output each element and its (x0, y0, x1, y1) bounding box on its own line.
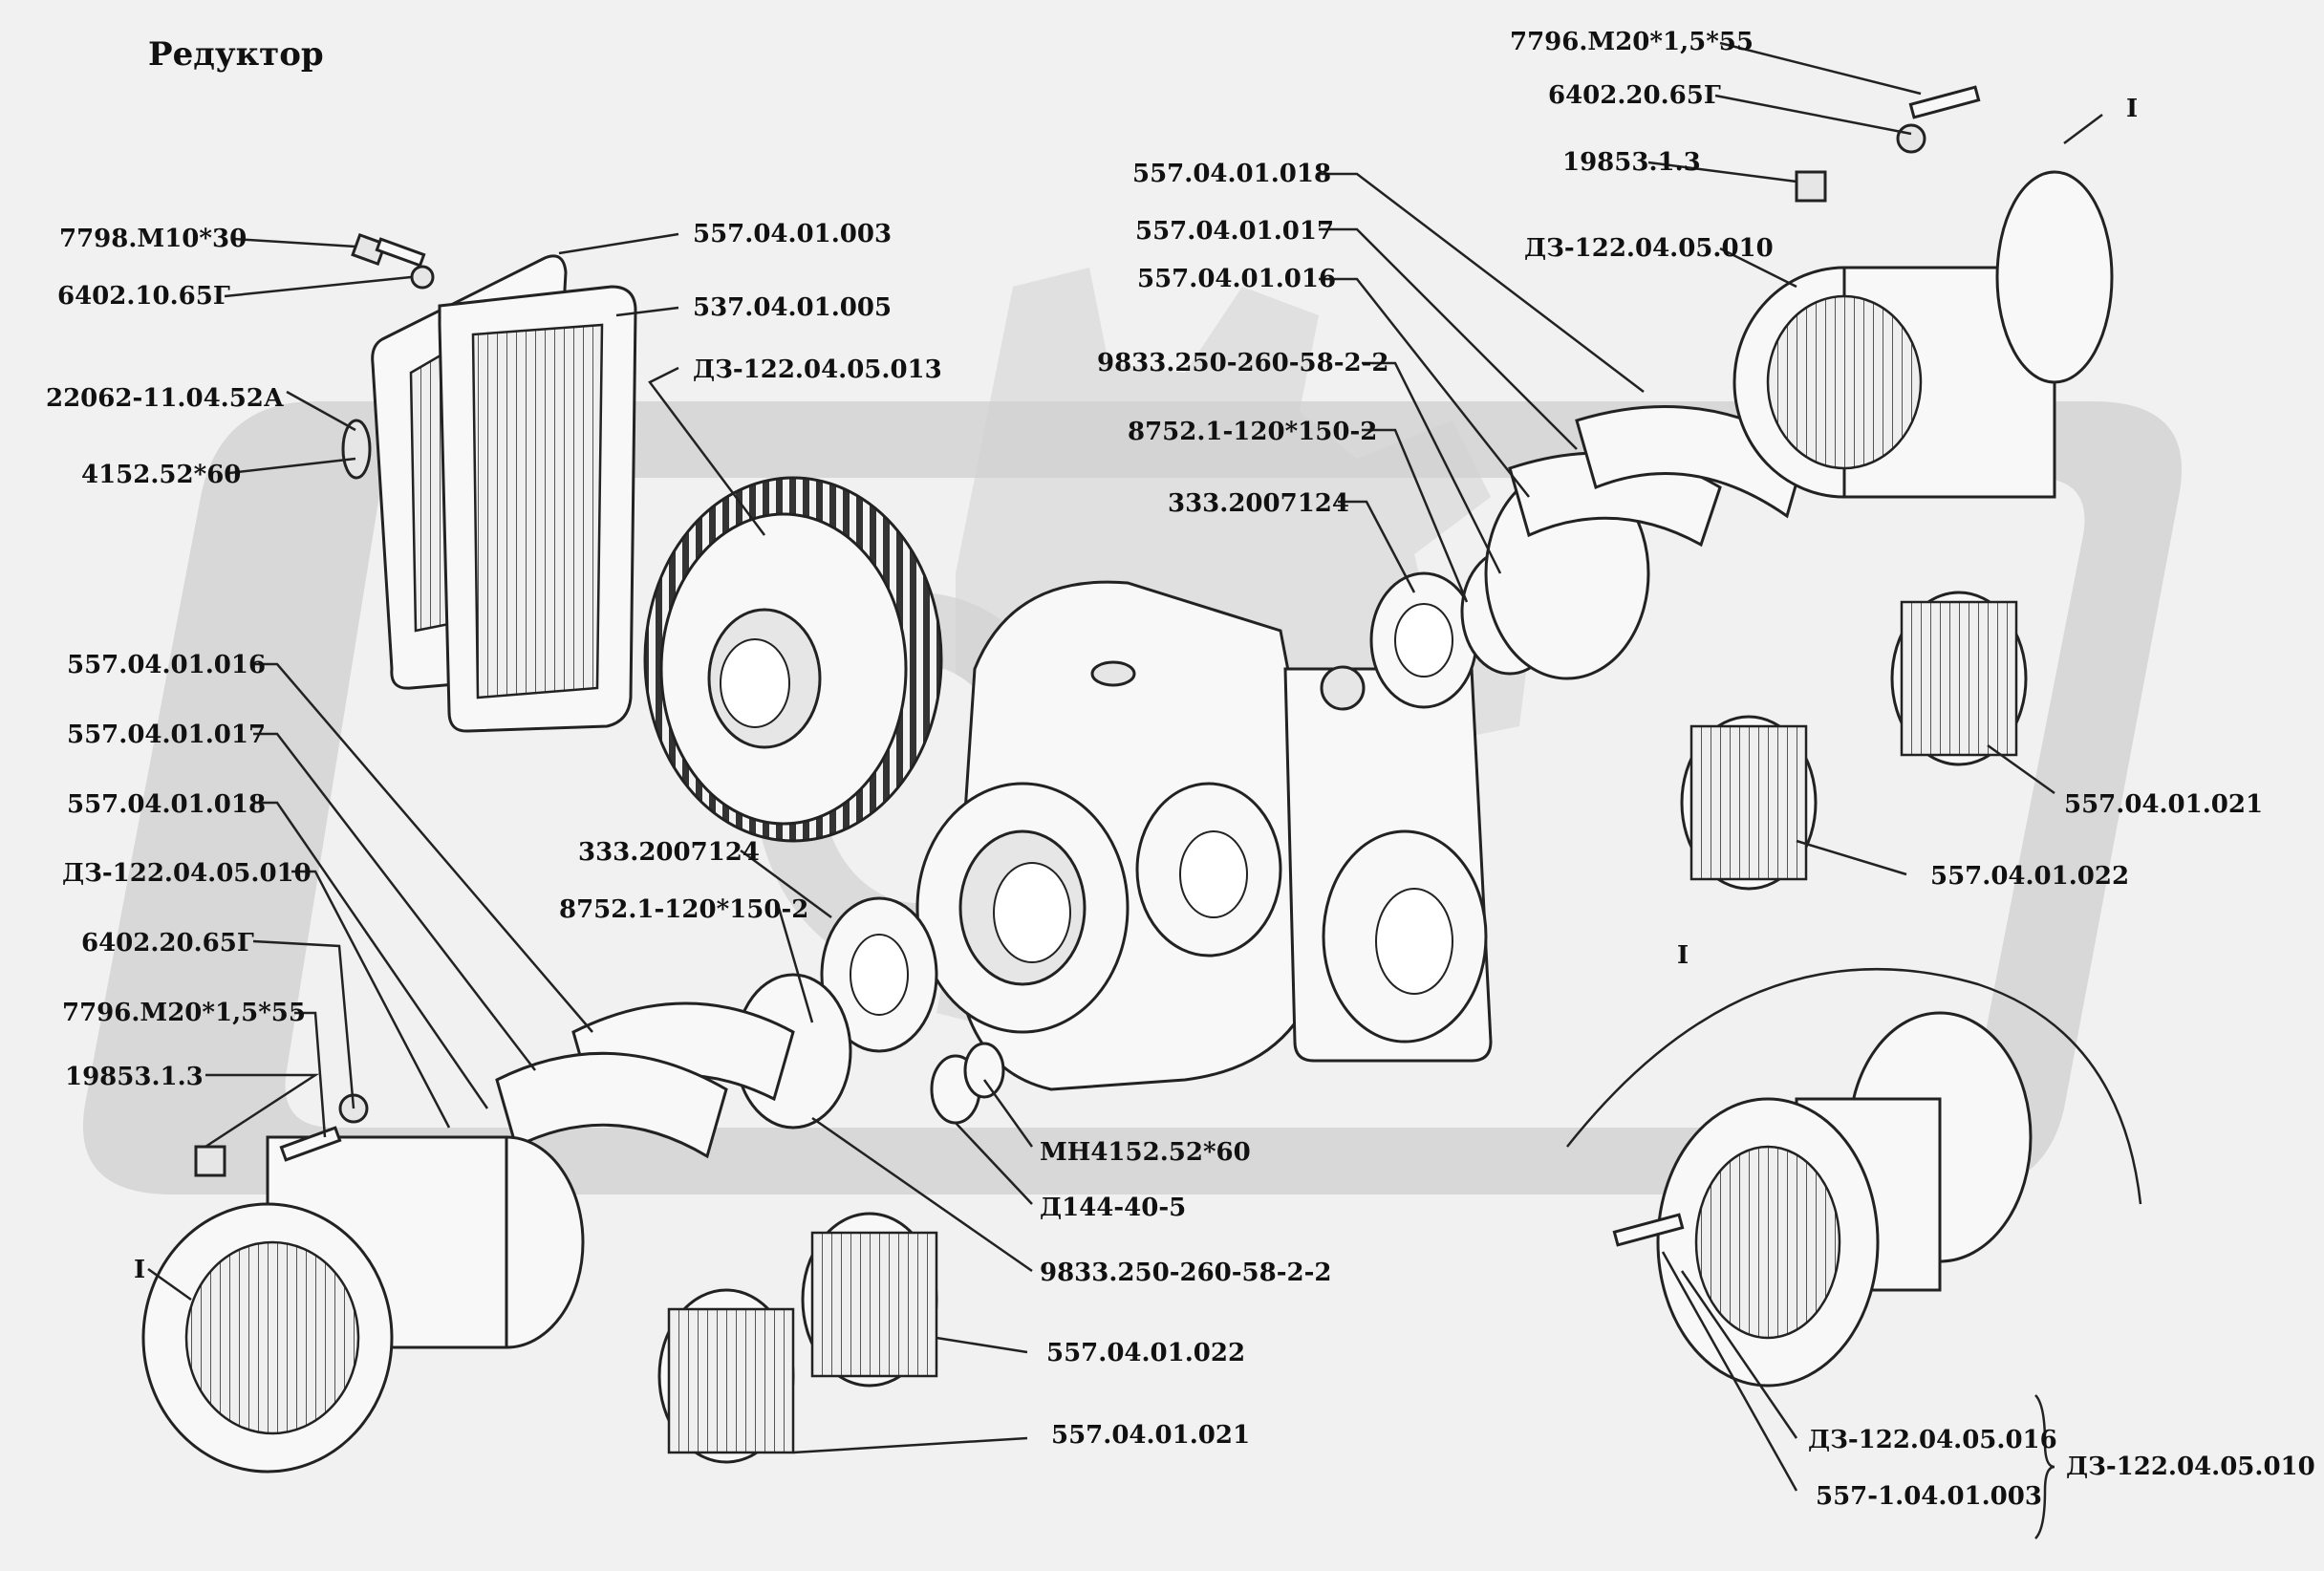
gearbox-housing (915, 580, 1493, 1091)
large-gear (643, 476, 943, 843)
detail-i-view (1566, 967, 2142, 1388)
washer-m10 (410, 265, 435, 290)
sleeve-021-left (657, 1288, 795, 1464)
label-detail-i-bottom: I (1677, 941, 1689, 970)
label-557-04-01-017-right: 557.04.01.017 (1135, 217, 1334, 246)
label-dz-122-04-05-010-left: ДЗ-122.04.05.010 (62, 859, 312, 888)
label-557-04-01-021-left: 557.04.01.021 (1051, 1421, 1250, 1450)
bolt-m20-right (1795, 85, 1981, 203)
bearing-left (820, 896, 938, 1053)
label-detail-i-top: I (2126, 95, 2138, 123)
labels: 7798.М10*30 6402.10.65Г 22062-11.04.52А … (46, 28, 2315, 1511)
label-6402-20-65g-right: 6402.20.65Г (1548, 81, 1721, 110)
leader-lines (147, 41, 2103, 1539)
label-7796-m20-right: 7796.М20*1,5*55 (1510, 28, 1754, 56)
bearing-right (1369, 571, 1478, 709)
label-557-04-01-022-right: 557.04.01.022 (1930, 862, 2129, 891)
label-detail-i-left: I (134, 1256, 145, 1284)
cover-plate (371, 254, 637, 733)
label-8752-1-right: 8752.1-120*150-2 (1128, 418, 1377, 446)
label-557-1-04-01-003: 557-1.04.01.003 (1816, 1482, 2042, 1511)
label-557-04-01-016-left: 557.04.01.016 (67, 651, 266, 679)
label-dz-122-04-05-010-assembly: ДЗ-122.04.05.010 (2066, 1453, 2315, 1481)
label-9833-250-left: 9833.250-260-58-2-2 (1040, 1259, 1332, 1287)
label-557-04-01-016-right: 557.04.01.016 (1137, 265, 1336, 293)
label-9833-250-right: 9833.250-260-58-2-2 (1097, 349, 1389, 377)
bolt-m10 (351, 232, 426, 268)
diagram-title: Редуктор (148, 35, 324, 74)
cover-fitting (341, 419, 372, 480)
label-19853-1-3-left: 19853.1.3 (65, 1063, 204, 1091)
label-7796-m20-left: 7796.М20*1,5*55 (62, 999, 306, 1027)
label-19853-1-3-right: 19853.1.3 (1562, 148, 1701, 177)
label-22062-11-04-52a: 22062-11.04.52А (46, 384, 284, 413)
label-6402-20-65g-left: 6402.20.65Г (81, 929, 254, 958)
washer-small (963, 1042, 1005, 1099)
label-dz-122-04-05-016: ДЗ-122.04.05.016 (1808, 1426, 2057, 1454)
label-333-2007124-right: 333.2007124 (1168, 489, 1349, 518)
label-557-04-01-022-left: 557.04.01.022 (1046, 1339, 1245, 1367)
label-dz-122-04-05-010-right: ДЗ-122.04.05.010 (1524, 234, 1774, 263)
sleeve-021-right (1890, 591, 2028, 766)
label-mn4152-52x60: МН4152.52*60 (1040, 1138, 1251, 1167)
label-dz-122-04-05-013: ДЗ-122.04.05.013 (693, 355, 942, 384)
label-557-04-01-018-right: 557.04.01.018 (1132, 160, 1331, 188)
label-557-04-01-017-left: 557.04.01.017 (67, 721, 266, 749)
brake-shoes-left (495, 1001, 795, 1159)
label-537-04-01-005: 537.04.01.005 (693, 293, 892, 322)
label-557-04-01-003: 557.04.01.003 (693, 220, 892, 248)
label-557-04-01-018-left: 557.04.01.018 (67, 790, 266, 819)
label-557-04-01-021-right: 557.04.01.021 (2064, 790, 2263, 819)
hub-right (1732, 170, 2114, 499)
hub-left (141, 1135, 585, 1474)
sleeve-022-left (801, 1212, 938, 1388)
sleeve-022-right (1680, 715, 1818, 891)
label-6402-10-65g: 6402.10.65Г (57, 282, 230, 311)
label-4152-52x60: 4152.52*60 (81, 461, 241, 489)
label-333-2007124-left: 333.2007124 (578, 838, 760, 867)
label-7798-m10x30: 7798.М10*30 (59, 225, 247, 253)
label-d144-40-5: Д144-40-5 (1040, 1194, 1186, 1222)
label-8752-1-left: 8752.1-120*150-2 (559, 895, 808, 924)
